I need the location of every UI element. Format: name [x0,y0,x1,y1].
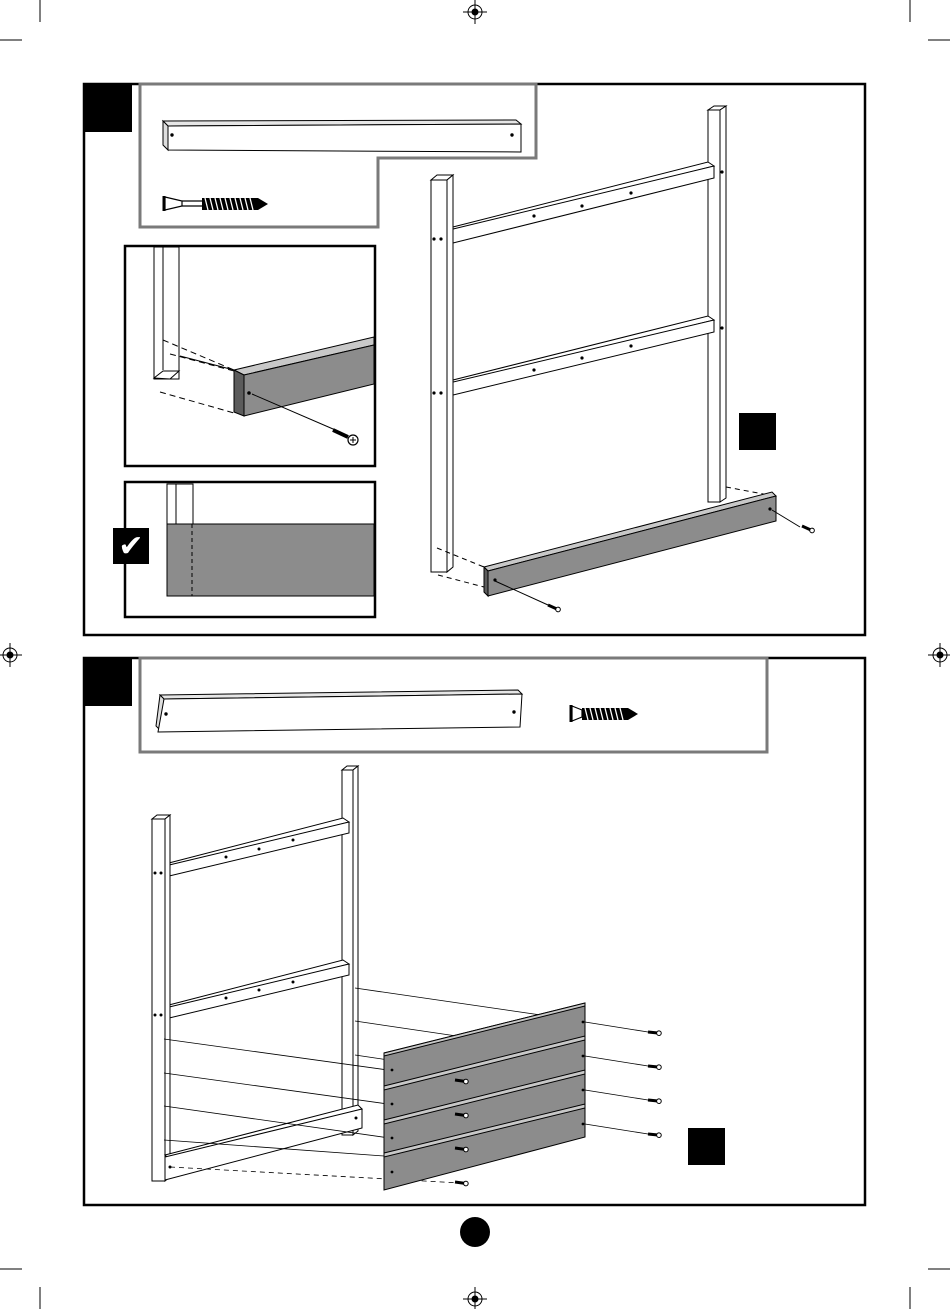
registration-mark-bottom [463,1287,487,1309]
step1-callout-badge [739,413,776,450]
step1-frame-assembly [431,106,815,613]
step2-screws-right-icon [648,1030,662,1138]
frame-screw-right-icon [801,524,815,534]
check-icon: ✔ [113,528,149,564]
step1-panel: ✔ [84,84,865,635]
step2-callout-badge [688,1128,725,1165]
long-beam-part [163,120,521,152]
long-beam-part [156,690,522,732]
registration-mark-left [0,643,22,667]
registration-mark-right [928,643,950,667]
page-number-badge [460,1217,490,1247]
step1-detail-zoom [125,246,375,466]
step1-number-badge [84,84,132,132]
step2-number-badge [84,658,132,706]
step1-parts-box [140,84,536,227]
step2-panel [84,658,865,1205]
frame-screw-left-icon [547,603,561,613]
step2-parts-box [140,658,767,752]
check-mark-glyph: ✔ [118,529,143,564]
registration-mark-top [463,0,487,24]
step1-check-detail: ✔ [113,482,375,617]
